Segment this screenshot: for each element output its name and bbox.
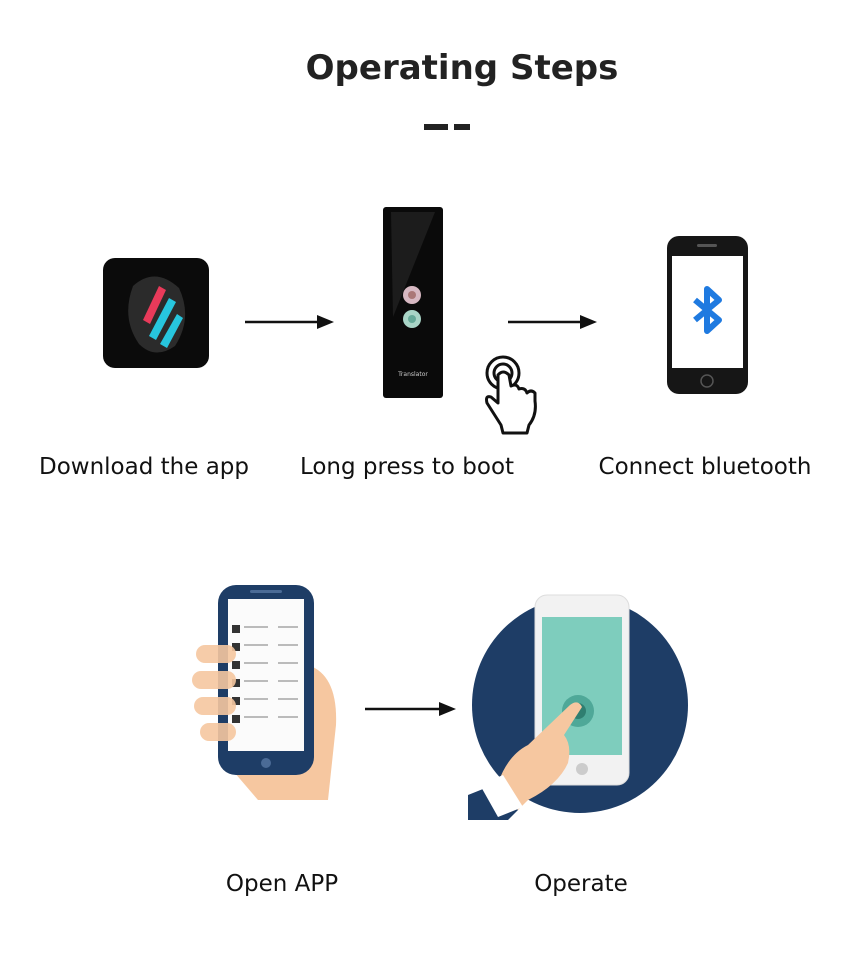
step-label-operate: Operate	[534, 871, 628, 897]
arrow-icon	[508, 315, 597, 329]
app-icon	[103, 258, 209, 368]
device-label: Translator	[397, 371, 428, 378]
arrow-icon	[365, 702, 456, 716]
tap-hand-icon	[485, 355, 537, 435]
hand-holding-phone-icon	[192, 585, 337, 800]
step-label-bluetooth: Connect bluetooth	[598, 454, 812, 480]
step-label-open-app: Open APP	[225, 871, 339, 897]
step-label-download: Download the app	[39, 454, 249, 480]
page-title: Operating Steps	[305, 48, 619, 88]
step-label-boot: Long press to boot	[299, 454, 515, 480]
arrow-icon	[245, 315, 334, 329]
translator-device-icon: Translator	[383, 207, 443, 398]
bluetooth-icon	[693, 286, 722, 334]
title-dash-decoration	[424, 124, 470, 130]
tap-phone-icon	[468, 594, 688, 820]
bluetooth-phone-icon	[667, 236, 748, 394]
